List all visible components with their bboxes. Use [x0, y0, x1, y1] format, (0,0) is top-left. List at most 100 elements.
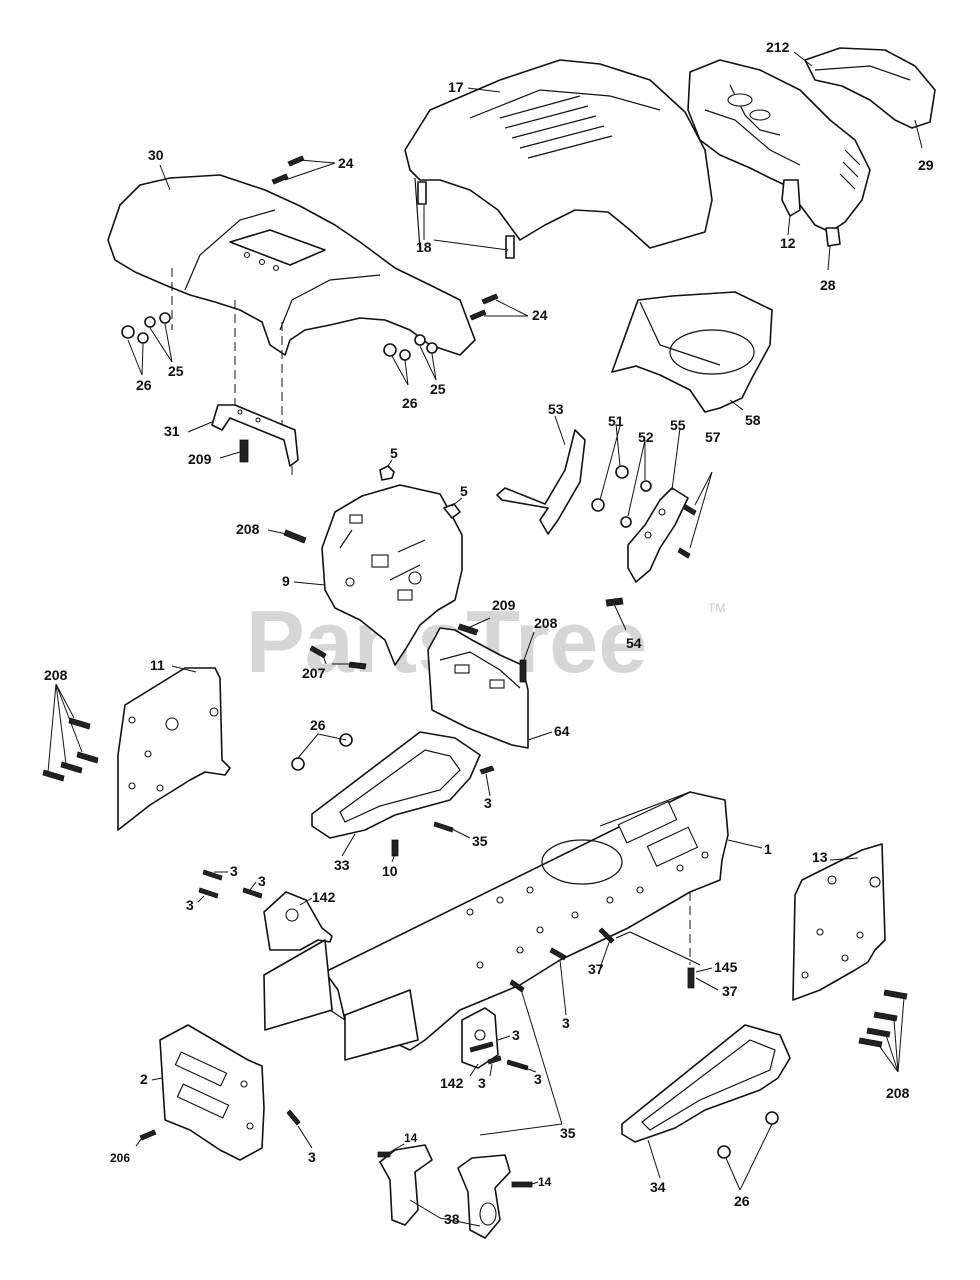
- callout-5-lower: 5: [460, 483, 468, 499]
- bumper-pad-left[interactable]: [417, 181, 427, 205]
- callout-35-lower: 35: [560, 1125, 576, 1141]
- callout-18: 18: [416, 239, 432, 255]
- callout-35-upper: 35: [472, 833, 488, 849]
- callout-37-b: 37: [722, 983, 738, 999]
- callout-30: 30: [148, 147, 164, 163]
- screw-208-console: [519, 659, 527, 683]
- hood-vent-slats: [499, 95, 613, 159]
- left-side-panel[interactable]: [117, 667, 231, 831]
- callout-5-upper: 5: [390, 445, 398, 461]
- frame-holes: [466, 851, 709, 969]
- callout-26-mid: 26: [402, 395, 418, 411]
- bumper-pad-right[interactable]: [505, 235, 515, 259]
- right-footrest[interactable]: [621, 1024, 791, 1143]
- callout-3-h: 3: [308, 1149, 316, 1165]
- callout-24-upper: 24: [338, 155, 354, 171]
- bolt-3-front-plate: [286, 1109, 301, 1126]
- callout-3-e: 3: [512, 1027, 520, 1043]
- watermark-trademark: TM: [708, 601, 725, 615]
- right-panel-screws: [858, 989, 908, 1048]
- fender-bracket[interactable]: [211, 404, 299, 467]
- screw-208-dash: [283, 529, 307, 544]
- callout-14-right: 14: [538, 1175, 552, 1189]
- leader-lines: [47, 51, 923, 1227]
- bracket-hardware: [591, 465, 697, 607]
- callout-208-right: 208: [886, 1085, 910, 1101]
- fender-nuts-mid: [383, 334, 438, 361]
- bolt-37-b: [687, 967, 695, 989]
- callout-14-left: 14: [404, 1131, 418, 1145]
- callout-142-upper: 142: [312, 889, 336, 905]
- callout-55: 55: [670, 417, 686, 433]
- callout-12: 12: [780, 235, 796, 251]
- bolt-209-upper: [239, 439, 249, 463]
- bolt-14-left: [377, 1151, 391, 1158]
- callout-209-lower: 209: [492, 597, 516, 613]
- callout-17: 17: [448, 79, 464, 95]
- nut-26-right-a: [765, 1111, 779, 1125]
- screw-206: [139, 1129, 157, 1141]
- front-plate[interactable]: [159, 1024, 265, 1161]
- frame-center-plate[interactable]: [344, 989, 419, 1061]
- callout-37-a: 37: [588, 961, 604, 977]
- fender-nuts-left: [121, 312, 171, 344]
- callout-142-lower: 142: [440, 1075, 464, 1091]
- callout-1: 1: [764, 841, 772, 857]
- left-panel-screws: [42, 717, 99, 782]
- dash-panel[interactable]: [321, 484, 463, 666]
- nut-26-right-b: [717, 1145, 731, 1159]
- callout-11: 11: [150, 657, 165, 673]
- callout-10: 10: [382, 863, 398, 879]
- nut-5-lower: [443, 503, 461, 519]
- callout-3-a: 3: [230, 863, 238, 879]
- callout-3-b: 3: [258, 873, 266, 889]
- hitch-plates[interactable]: [379, 1144, 511, 1239]
- callout-208-left: 208: [44, 667, 68, 683]
- callout-51: 51: [608, 413, 624, 429]
- callout-212: 212: [766, 39, 790, 55]
- callout-34: 34: [650, 1179, 666, 1195]
- lift-rod[interactable]: [615, 931, 701, 966]
- bracket-142-lower[interactable]: [461, 1007, 499, 1069]
- callout-26-footrest: 26: [310, 717, 326, 733]
- callout-52: 52: [638, 429, 654, 445]
- hood[interactable]: [404, 59, 713, 251]
- callout-31: 31: [164, 423, 180, 439]
- callout-24-lower: 24: [532, 307, 548, 323]
- callout-53: 53: [548, 401, 564, 417]
- callout-207: 207: [302, 665, 326, 681]
- callout-38: 38: [444, 1211, 460, 1227]
- callout-3-d: 3: [562, 1015, 570, 1031]
- bolt-37-a: [598, 927, 615, 944]
- bracket-53[interactable]: [496, 429, 586, 535]
- callout-28: 28: [820, 277, 836, 293]
- bracket-55[interactable]: [627, 487, 689, 583]
- callout-13: 13: [812, 849, 828, 865]
- callout-9: 9: [282, 573, 290, 589]
- callout-25-mid: 25: [430, 381, 446, 397]
- rear-fender[interactable]: [107, 174, 476, 356]
- callout-26-left: 26: [136, 377, 152, 393]
- callout-3-footrest: 3: [484, 795, 492, 811]
- callout-3-f: 3: [534, 1071, 542, 1087]
- hood-clip[interactable]: [781, 179, 801, 217]
- callout-209-upper: 209: [188, 451, 212, 467]
- right-side-panel[interactable]: [792, 843, 886, 1001]
- callout-29: 29: [918, 157, 934, 173]
- fender-bolts: [271, 155, 499, 321]
- console-bracket[interactable]: [427, 627, 529, 749]
- hood-latch[interactable]: [825, 227, 841, 247]
- callout-25-left: 25: [168, 363, 184, 379]
- bracket-142-upper[interactable]: [263, 891, 333, 951]
- bracket-142-upper-bolts: [198, 869, 263, 899]
- callout-labels: 17 212 29 30 24 24 18 12 28 26 25 26 25 …: [44, 39, 934, 1227]
- callout-2: 2: [140, 1071, 148, 1087]
- callout-64: 64: [554, 723, 570, 739]
- frame-side-plate[interactable]: [263, 939, 333, 1031]
- callout-208-console: 208: [534, 615, 558, 631]
- heat-shield[interactable]: [611, 291, 773, 413]
- headlight-lens[interactable]: [804, 47, 936, 129]
- left-footrest[interactable]: [311, 731, 481, 839]
- callout-208-dash: 208: [236, 521, 260, 537]
